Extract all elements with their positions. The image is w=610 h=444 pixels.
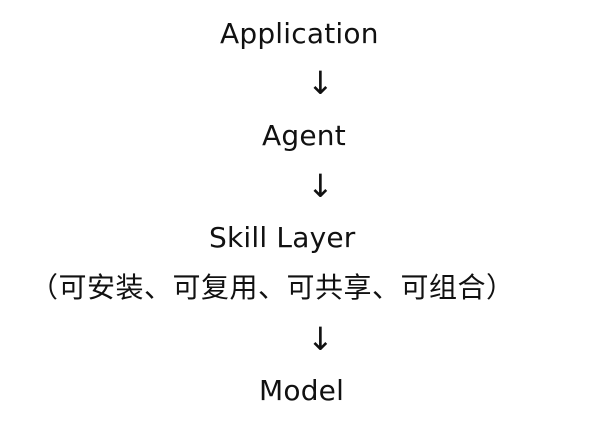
skill-layer-description: （可安装、可复用、可共享、可组合）: [30, 271, 515, 304]
arrow-down-icon: ↓: [307, 64, 334, 102]
arrow-down-icon: ↓: [307, 320, 334, 358]
agent-node: Agent: [262, 119, 346, 152]
arrow-down-icon: ↓: [307, 167, 334, 205]
skill-layer-node: Skill Layer: [209, 221, 356, 254]
application-node: Application: [220, 17, 379, 50]
model-node: Model: [259, 374, 345, 407]
